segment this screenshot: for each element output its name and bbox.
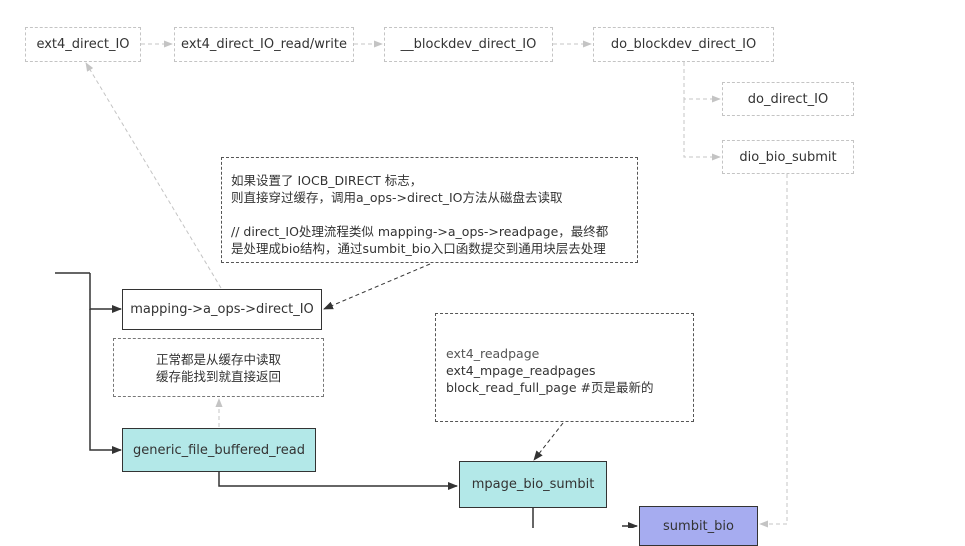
node-mpage-bio-sumbit[interactable]: mpage_bio_sumbit (459, 461, 607, 508)
note-line: 是处理成bio结构，通过sumbit_bio入口函数提交到通用块层去处理 (231, 241, 606, 256)
node-generic-file-buffered-read[interactable]: generic_file_buffered_read (122, 428, 316, 472)
node-mapping-direct-io[interactable]: mapping->a_ops->direct_IO (122, 289, 322, 330)
edges-layer (55, 40, 788, 528)
note-line: 缓存能找到就直接返回 (155, 368, 281, 384)
node-label: mapping->a_ops->direct_IO (130, 302, 314, 317)
note-line: ext4_mpage_readpages (446, 363, 596, 378)
edge-mapping-to-ext4-direct-io (85, 62, 222, 289)
note-line: 正常都是从缓存中读取 (155, 351, 281, 367)
note-line: 则直接穿过缓存，调用a_ops->direct_IO方法从磁盘去读取 (231, 190, 563, 205)
node-label: mpage_bio_sumbit (471, 477, 595, 492)
node-ext4-direct-io-read-write[interactable]: ext4_direct_IO_read/write (174, 27, 354, 62)
note-line: block_read_full_page #页是最新的 (446, 380, 654, 395)
note-direct-io: 如果设置了 IOCB_DIRECT 标志， 则直接穿过缓存，调用a_ops->d… (221, 157, 638, 263)
node-label: ext4_direct_IO (36, 37, 130, 52)
node-label: __blockdev_direct_IO (400, 37, 537, 52)
node-sumbit-bio[interactable]: sumbit_bio (639, 506, 758, 546)
note-readpage: ext4_readpage ext4_mpage_readpages block… (435, 313, 694, 422)
node-ext4-direct-io[interactable]: ext4_direct_IO (25, 27, 141, 62)
note-line: ext4_readpage (446, 346, 540, 361)
node-label: generic_file_buffered_read (133, 442, 305, 458)
edge-do-blockdev-to-do-direct-io (683, 62, 721, 103)
node-label: dio_bio_submit (739, 149, 837, 165)
node-label: do_direct_IO (747, 91, 829, 107)
node-label: ext4_direct_IO_read/write (181, 37, 347, 52)
node-label: do_blockdev_direct_IO (610, 37, 757, 52)
note-line: 如果设置了 IOCB_DIRECT 标志， (231, 173, 423, 188)
node-do-blockdev-direct-io[interactable]: do_blockdev_direct_IO (593, 27, 774, 62)
edge-readpage-note-to-mpage (533, 422, 564, 461)
edge-direct-io-note-to-mapping (323, 263, 431, 310)
note-line (231, 206, 637, 223)
note-cache: 正常都是从缓存中读取 缓存能找到就直接返回 (113, 338, 324, 397)
edge-to-buffered-read (89, 309, 122, 454)
edge-buffered-read-to-mpage (218, 472, 458, 490)
edge-to-mapping (89, 273, 122, 313)
node-blockdev-direct-io[interactable]: __blockdev_direct_IO (384, 27, 553, 62)
edge-do-blockdev-to-dio-bio-submit (683, 99, 721, 161)
note-line: // direct_IO处理流程类似 mapping->a_ops->readp… (231, 224, 609, 239)
node-label: sumbit_bio (663, 519, 734, 534)
edge-dio-bio-submit-to-sumbit-bio (759, 174, 788, 528)
node-dio-bio-submit[interactable]: dio_bio_submit (722, 140, 854, 174)
node-do-direct-io[interactable]: do_direct_IO (722, 82, 854, 116)
